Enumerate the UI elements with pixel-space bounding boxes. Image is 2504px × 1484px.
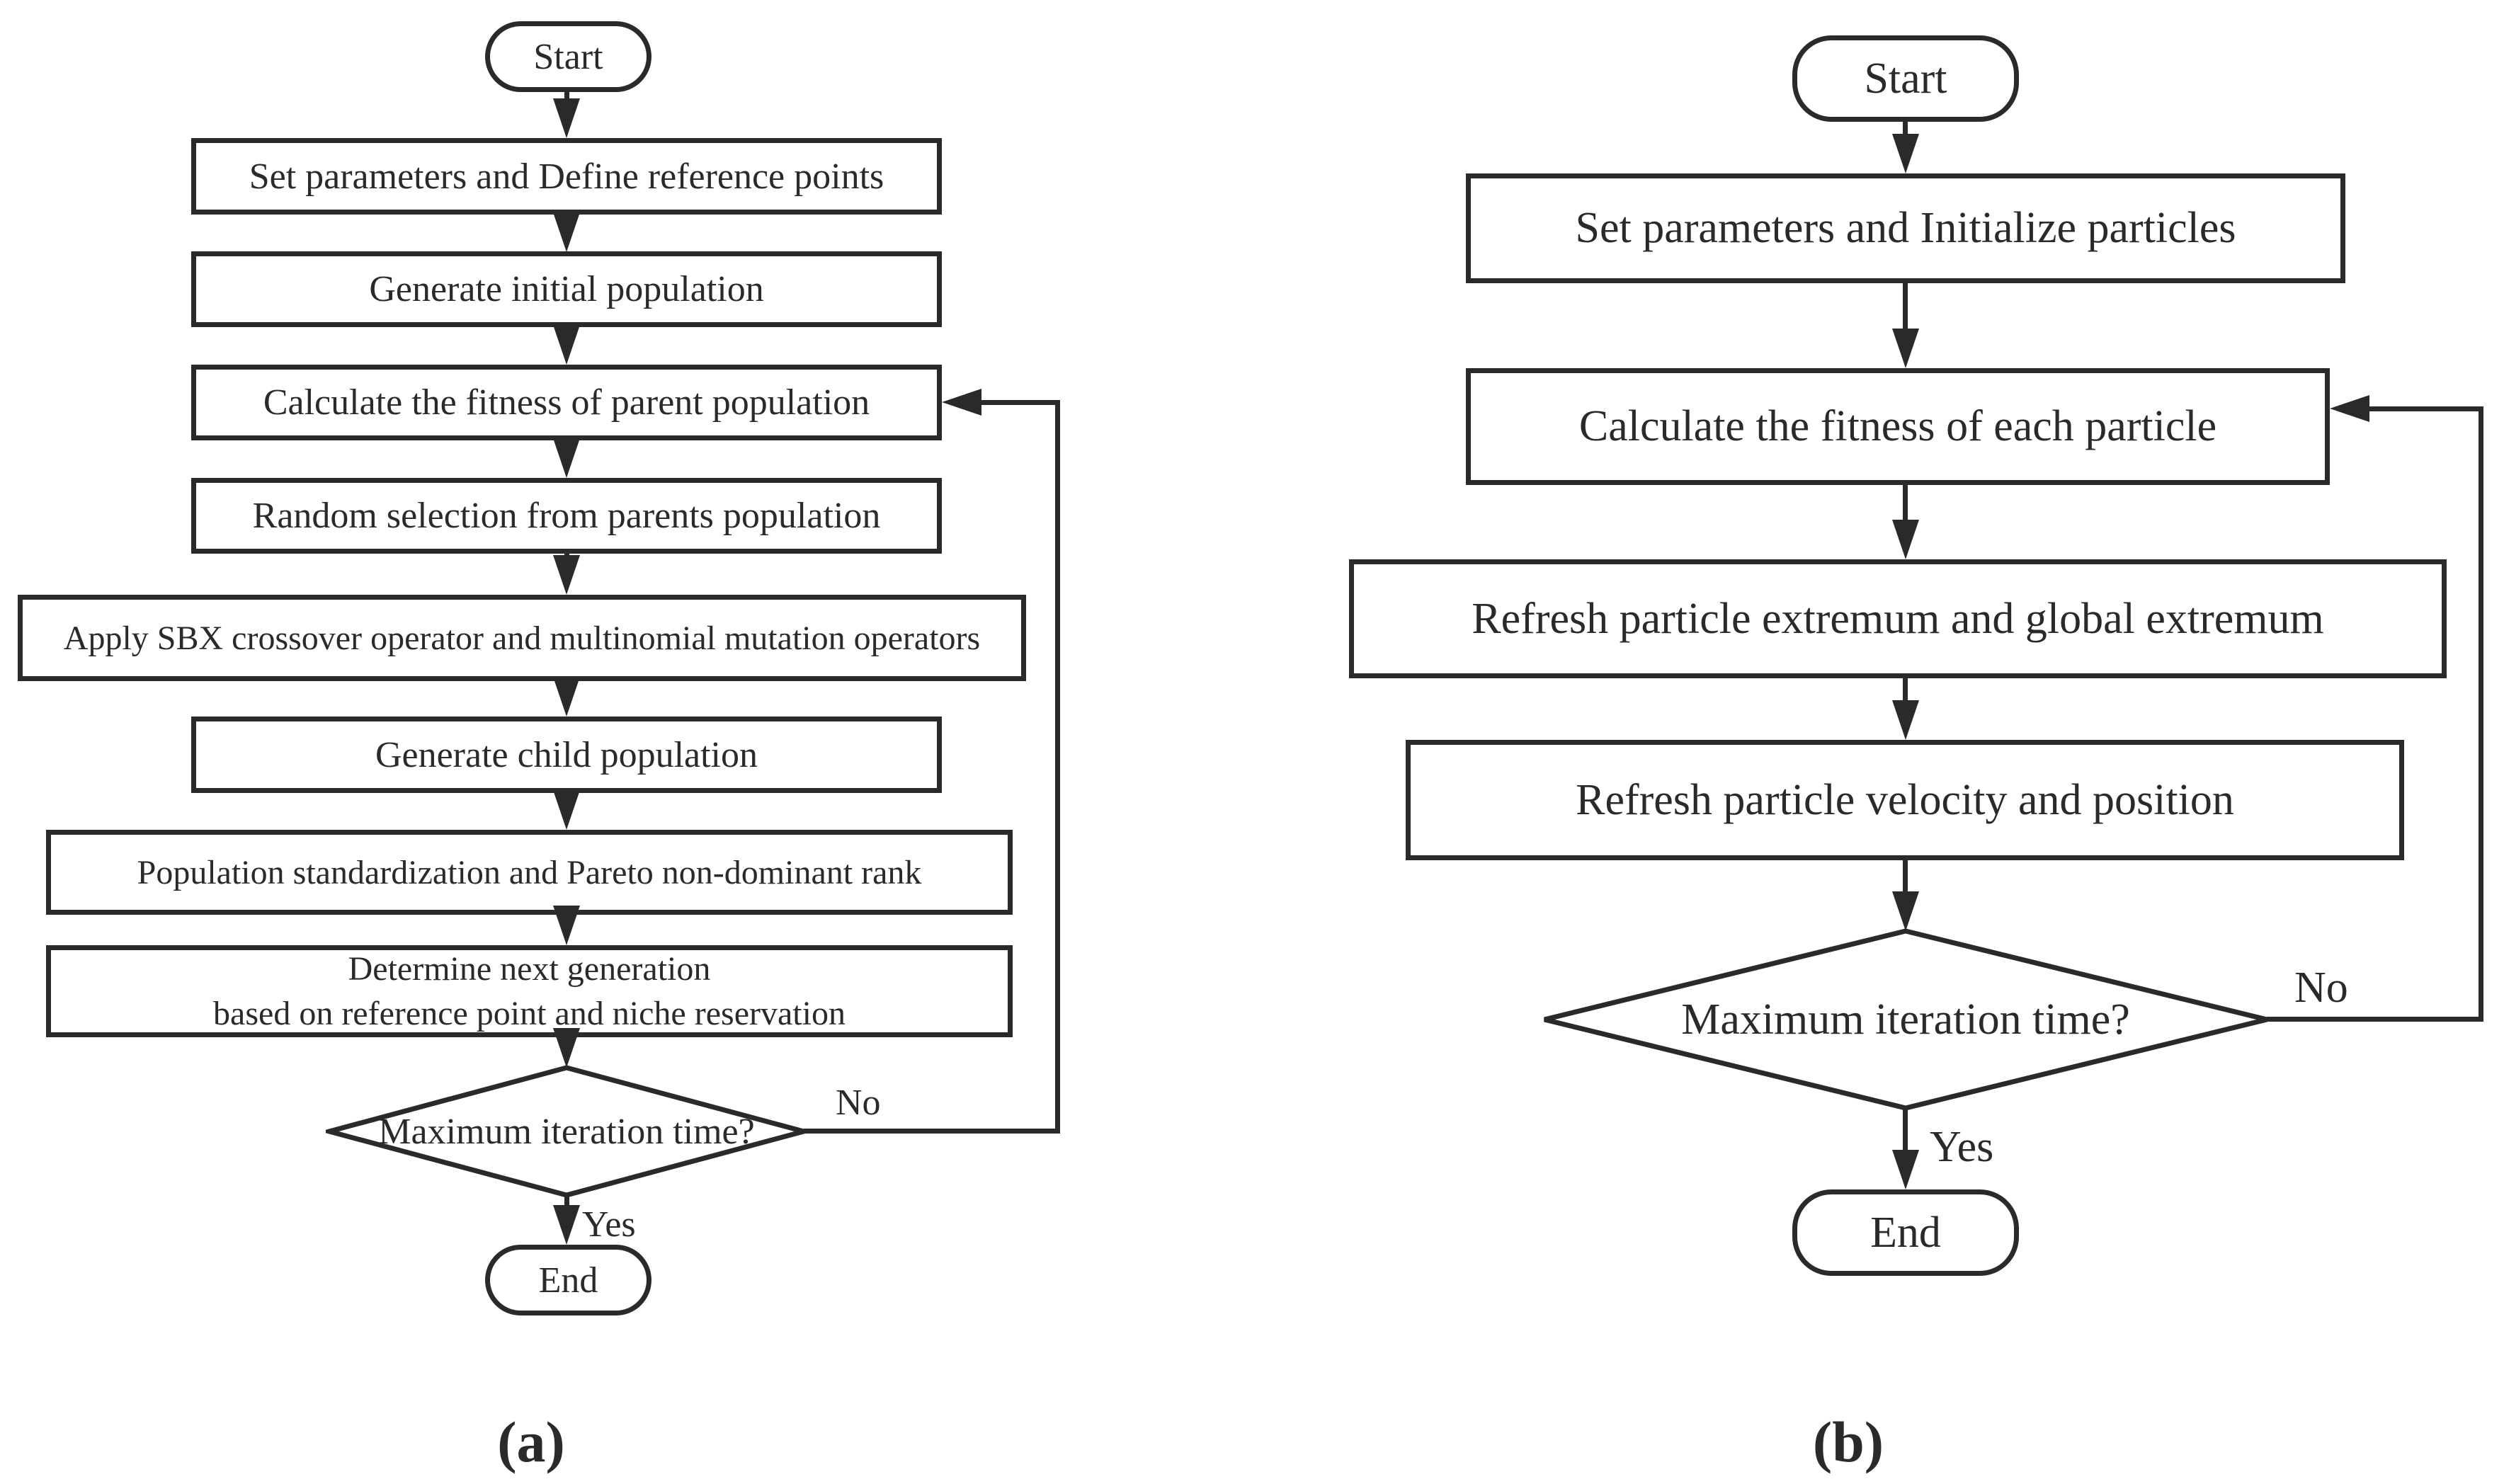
b-step-set-parameters: Set parameters and Initialize particles [1466,173,2345,283]
a-step-calculate-fitness: Calculate the fitness of parent populati… [191,365,942,440]
b-no-feedback-line [2365,406,2483,411]
a-no-label: No [836,1083,881,1123]
a-start-terminator: Start [485,21,651,92]
a-step-random-selection: Random selection from parents population [191,478,942,554]
b-connector-line [1903,485,1908,524]
b-arrow-left-icon [2330,395,2369,422]
b-step-calculate-fitness: Calculate the fitness of each particle [1466,368,2330,485]
b-connector-line [1903,122,1908,137]
a-step-generate-child-population: Generate child population [191,717,942,793]
a-arrow-down-icon [553,906,580,945]
a-connector-line [564,1195,569,1208]
b-yes-label: Yes [1930,1123,1994,1171]
a-arrow-down-icon [553,98,580,138]
b-connector-line [1903,1108,1908,1154]
b-start-terminator: Start [1792,35,2019,122]
a-step-set-parameters: Set parameters and Define reference poin… [191,138,942,215]
a-arrow-down-icon [553,1028,580,1068]
a-arrow-down-icon [553,325,580,365]
a-arrow-down-icon [553,790,580,830]
a-decision-label: Maximum iteration time? [378,1111,755,1152]
a-arrow-left-icon [942,389,981,416]
b-connector-line [1903,678,1908,704]
a-arrow-down-icon [553,677,580,717]
b-step-refresh-extremum: Refresh particle extremum and global ext… [1349,559,2447,678]
a-step-determine-next-generation-line1: Determine next generation [348,949,711,988]
a-step-generate-initial-population: Generate initial population [191,251,942,327]
b-arrow-down-icon [1892,329,1919,368]
a-yes-label: Yes [582,1204,636,1245]
a-step-apply-sbx-crossover: Apply SBX crossover operator and multino… [18,595,1026,681]
a-step-determine-next-generation: Determine next generation based on refer… [46,945,1013,1037]
a-arrow-down-icon [553,1205,580,1245]
b-caption: (b) [1812,1410,1884,1474]
b-arrow-down-icon [1892,700,1919,740]
a-end-terminator: End [485,1245,651,1315]
a-no-feedback-line [1055,400,1060,1134]
a-arrow-down-icon [553,212,580,252]
a-step-determine-next-generation-line2: based on reference point and niche reser… [213,995,846,1032]
b-step-refresh-velocity: Refresh particle velocity and position [1406,740,2404,860]
b-end-terminator: End [1792,1189,2019,1276]
b-arrow-down-icon [1892,134,1919,173]
a-arrow-down-icon [553,555,580,595]
b-no-feedback-line [2479,406,2483,1022]
b-connector-line [1903,283,1908,333]
b-no-feedback-line [2267,1017,2483,1022]
a-connector-line [564,92,569,101]
b-arrow-down-icon [1892,891,1919,931]
a-caption: (a) [497,1410,565,1474]
b-arrow-down-icon [1892,520,1919,559]
b-decision-label: Maximum iteration time? [1681,995,2130,1044]
b-no-label: No [2294,964,2348,1012]
a-step-population-standardization: Population standardization and Pareto no… [46,830,1013,915]
a-no-feedback-line [977,400,1060,405]
b-connector-line [1903,860,1908,896]
a-no-feedback-line [804,1129,1060,1134]
a-arrow-down-icon [553,438,580,478]
b-arrow-down-icon [1892,1150,1919,1189]
